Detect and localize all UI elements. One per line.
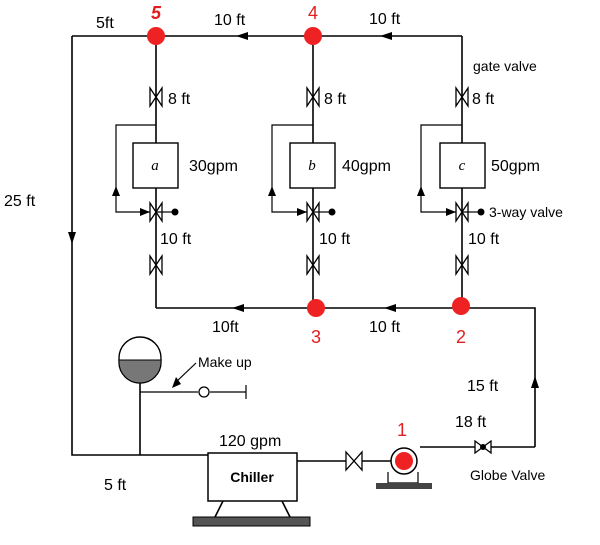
len-bottom-3-left: 10ft bbox=[212, 319, 239, 336]
arrow-top-right bbox=[380, 32, 392, 40]
len-bottom-2-3: 10 ft bbox=[369, 319, 401, 336]
chiller-line-valve-icon bbox=[345, 450, 363, 472]
nodes bbox=[147, 27, 470, 317]
node-5-label: 5 bbox=[151, 3, 162, 23]
node-4-label: 4 bbox=[308, 3, 318, 23]
len-pump-globe: 18 ft bbox=[455, 414, 487, 431]
arrow-bottom-left bbox=[232, 304, 244, 312]
coil-b-letter: b bbox=[308, 158, 316, 174]
make-up-valve-icon bbox=[198, 386, 210, 398]
pump-icon bbox=[376, 447, 432, 489]
bypass-loops bbox=[112, 124, 462, 216]
len-left-vertical: 25 ft bbox=[4, 193, 36, 210]
chiller-unit: Chiller bbox=[192, 452, 311, 527]
coil-b-flow: 40gpm bbox=[342, 158, 391, 175]
len-bottom-left: 5 ft bbox=[104, 477, 127, 494]
chiller-label: Chiller bbox=[230, 469, 274, 485]
expansion-tank-icon bbox=[118, 336, 162, 384]
node-1-label: 1 bbox=[397, 420, 407, 440]
make-up-label: Make up bbox=[198, 354, 252, 370]
make-up-arrow-icon bbox=[172, 377, 181, 388]
coil-c-flow: 50gpm bbox=[491, 158, 540, 175]
flow-arrows bbox=[68, 32, 539, 388]
len-branch-b-top: 8 ft bbox=[324, 91, 347, 108]
len-branch-c-bottom: 10 ft bbox=[468, 231, 500, 248]
three-way-valve-label: 3-way valve bbox=[489, 204, 563, 220]
len-top-5-4: 10 ft bbox=[214, 12, 246, 29]
arrow-top-left bbox=[236, 32, 248, 40]
coil-a: a bbox=[132, 142, 179, 189]
globe-valve-label: Globe Valve bbox=[470, 467, 545, 483]
len-branch-a-bottom: 10 ft bbox=[160, 231, 192, 248]
arrow-bottom-right bbox=[384, 304, 396, 312]
node-3-label: 3 bbox=[311, 327, 321, 347]
node-5-dot bbox=[147, 27, 165, 45]
coil-a-flow: 30gpm bbox=[189, 158, 238, 175]
coil-c: c bbox=[439, 142, 486, 189]
three-way-valve-c-icon bbox=[455, 202, 485, 222]
coil-c-letter: c bbox=[459, 158, 466, 174]
coil-a-letter: a bbox=[151, 158, 159, 174]
three-way-valve-b-icon bbox=[306, 202, 336, 222]
len-right-vertical: 15 ft bbox=[467, 378, 499, 395]
arrow-right-up bbox=[531, 376, 539, 388]
node-2-label: 2 bbox=[456, 327, 466, 347]
len-branch-a-top: 8 ft bbox=[168, 91, 191, 108]
piping bbox=[71, 35, 536, 462]
globe-valve-icon bbox=[474, 439, 492, 455]
len-top-left: 5ft bbox=[96, 15, 114, 32]
len-top-4-right: 10 ft bbox=[369, 11, 401, 28]
node-2-dot bbox=[452, 297, 470, 315]
len-branch-b-bottom: 10 ft bbox=[319, 231, 351, 248]
node-3-dot bbox=[307, 299, 325, 317]
len-branch-c-top: 8 ft bbox=[472, 91, 495, 108]
coil-b: b bbox=[289, 142, 336, 189]
arrow-left-down bbox=[68, 232, 76, 244]
node-4-dot bbox=[304, 27, 322, 45]
gate-valve-label: gate valve bbox=[473, 58, 537, 74]
three-way-valve-a-icon bbox=[149, 202, 179, 222]
chiller-flow-label: 120 gpm bbox=[219, 433, 281, 450]
make-up-leader bbox=[175, 362, 197, 383]
